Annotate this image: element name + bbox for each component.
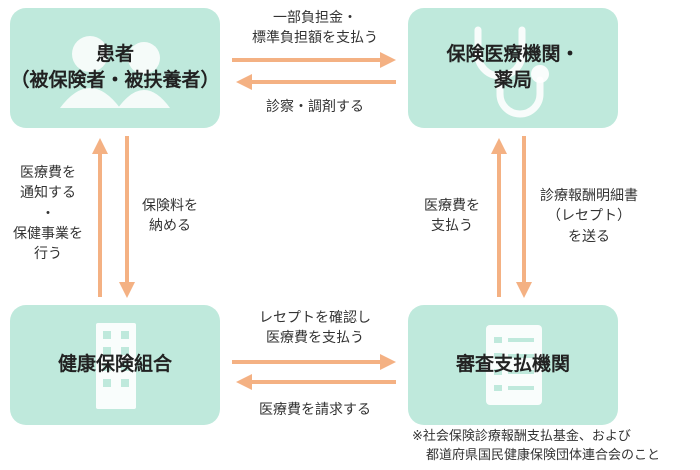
arrow-treatment [236, 74, 396, 90]
building-icon [96, 323, 136, 409]
document-icon [486, 325, 542, 405]
label-treatment: 診察・調剤する [266, 99, 364, 115]
footnote: ※社会保険診療報酬支払基金、および 都道府県国民健康保険団体連合会のこと [412, 429, 661, 463]
arrow-send-receipt [516, 136, 532, 298]
insurer-box: 健康保険組合 [10, 305, 220, 425]
label-notify: 医療費を 通知する ・ 保健事業を 行う [13, 165, 83, 263]
label-copay: 一部負担金・ 標準負担額を支払う [252, 10, 378, 47]
review-title: 審査支払機関 [455, 353, 570, 376]
stethoscope-icon [474, 26, 549, 118]
provider-title: 保険医療機関・ [446, 43, 580, 66]
arrow-request [236, 374, 396, 390]
review-box: 審査支払機関 [408, 305, 618, 425]
patient-subtitle: （被保険者・被扶養者） [10, 69, 220, 91]
label-verify-pay: レセプトを確認し 医療費を支払う [259, 310, 371, 347]
label-send-receipt: 診療報酬明細書 （レセプト） を送る [540, 188, 638, 245]
patient-title: 患者 [95, 43, 134, 66]
patient-box: 患者 （被保険者・被扶養者） [10, 8, 220, 128]
label-premium: 保険料を 納める [142, 198, 198, 235]
label-pay-provider: 医療費を 支払う [424, 198, 480, 235]
arrow-verify-pay [232, 354, 396, 370]
arrow-premium [119, 136, 135, 298]
arrow-notify [92, 138, 108, 297]
label-request: 医療費を請求する [259, 402, 371, 418]
arrow-copay [232, 52, 396, 68]
people-icon [60, 36, 170, 108]
provider-subtitle: 薬局 [493, 69, 532, 91]
insurer-title: 健康保険組合 [57, 353, 172, 376]
provider-box: 保険医療機関・ 薬局 [408, 8, 618, 128]
arrow-pay-provider [491, 138, 507, 297]
